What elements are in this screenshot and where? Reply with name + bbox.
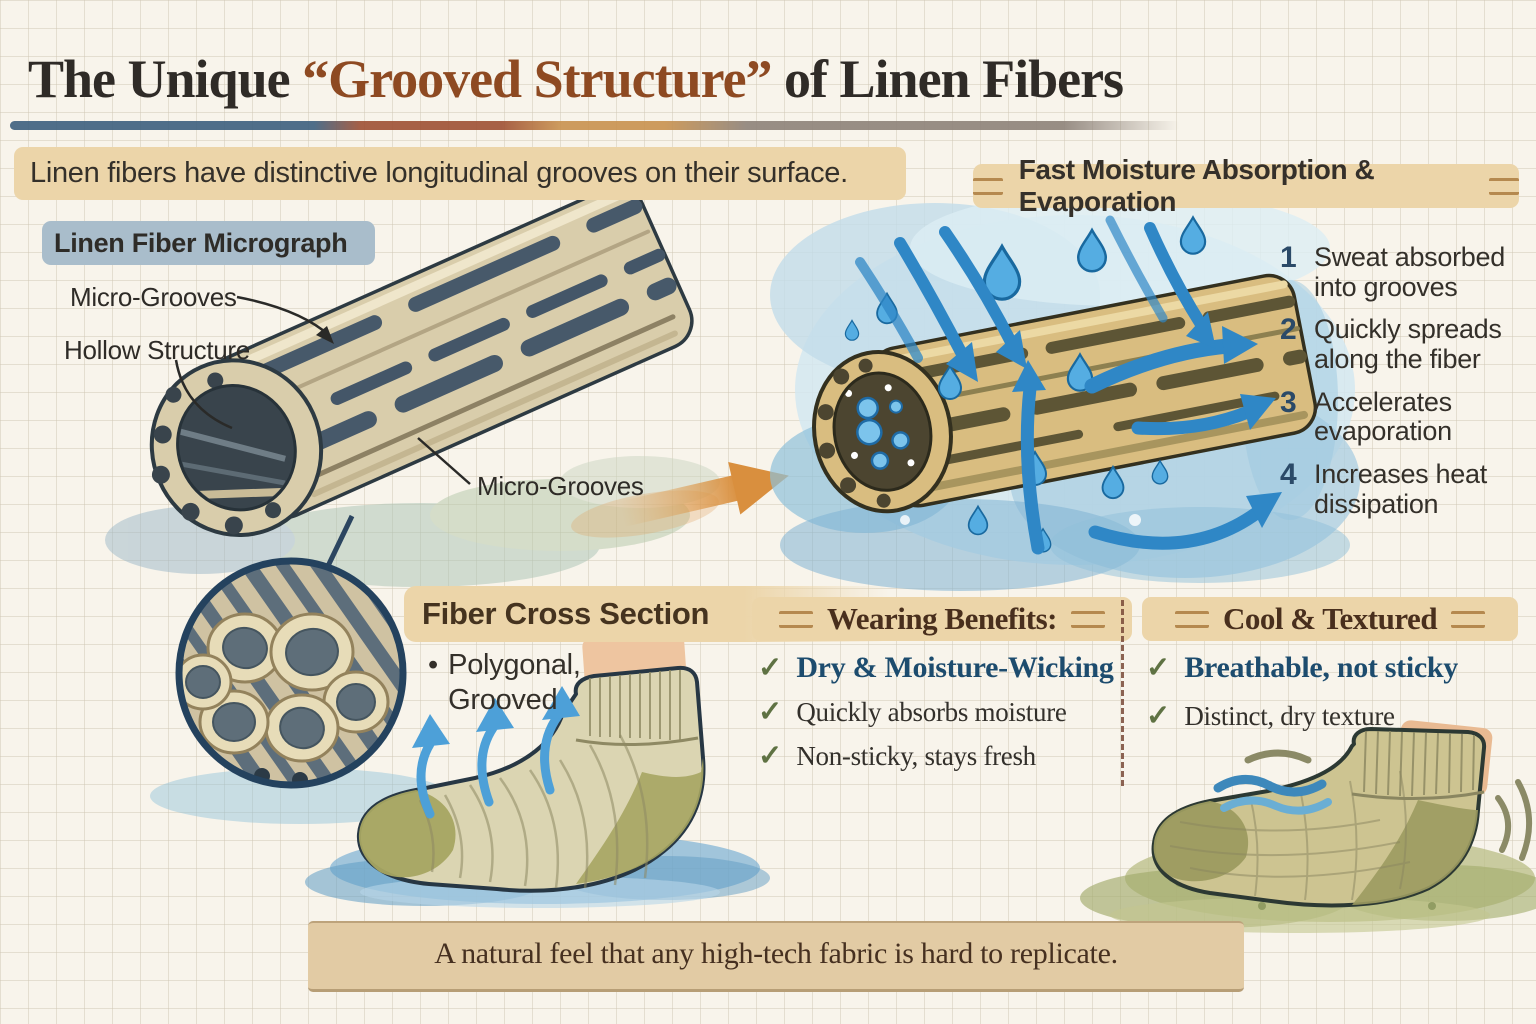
moisture-fiber-notches bbox=[817, 358, 891, 508]
step-text: Accelerates evaporation bbox=[1314, 386, 1452, 447]
benefit-text: Non-sticky, stays fresh bbox=[796, 741, 1036, 771]
absorbed-droplets bbox=[845, 384, 915, 470]
callout-arrowhead bbox=[316, 326, 334, 344]
title-suffix: of Linen Fibers bbox=[771, 49, 1124, 109]
check-icon: ✓ bbox=[758, 740, 783, 772]
benefit-text: Breathable, not sticky bbox=[1184, 651, 1458, 684]
label-micro-grooves-side: Micro-Grooves bbox=[477, 471, 644, 501]
footer-text: A natural feel that any high-tech fabric… bbox=[434, 937, 1118, 970]
middle-sock-illustration bbox=[305, 631, 770, 908]
subtitle-text: Linen fibers have distinctive longitudin… bbox=[30, 157, 848, 189]
right-sock-illustration bbox=[1080, 720, 1536, 933]
list-item: ✓ Non-sticky, stays fresh bbox=[758, 738, 1130, 773]
list-item: 2 Quickly spreads along the fiber bbox=[1280, 313, 1528, 375]
evaporation-arrows bbox=[416, 711, 563, 819]
dash-decoration-left bbox=[779, 610, 813, 628]
title-underline bbox=[10, 121, 1180, 130]
title-accent: “Grooved Structure” bbox=[302, 49, 772, 109]
check-icon: ✓ bbox=[1146, 700, 1171, 732]
linen-fiber-micrograph-illustration bbox=[149, 185, 694, 538]
section-divider-dashed bbox=[1121, 600, 1124, 786]
moisture-heading: Fast Moisture Absorption & Evaporation bbox=[1018, 154, 1375, 217]
dash-decoration-left bbox=[1174, 610, 1209, 628]
moisture-heading-band: Fast Moisture Absorption & Evaporation bbox=[973, 154, 1520, 217]
check-icon: ✓ bbox=[758, 696, 783, 728]
step-number: 1 bbox=[1280, 241, 1297, 274]
check-icon: ✓ bbox=[758, 652, 783, 684]
title-prefix: The Unique bbox=[28, 49, 303, 109]
label-hollow-structure: Hollow Structure bbox=[64, 335, 250, 365]
benefit-text: Dry & Moisture-Wicking bbox=[796, 651, 1114, 684]
cool-textured-list: ✓ Breathable, not sticky ✓ Distinct, dry… bbox=[1146, 650, 1528, 733]
step-text: Increases heat dissipation bbox=[1314, 459, 1487, 519]
cross-section-heading: Fiber Cross Section bbox=[422, 596, 710, 631]
page-title: The Unique “Grooved Structure” of Linen … bbox=[28, 48, 1124, 110]
check-icon: ✓ bbox=[1146, 652, 1171, 684]
subtitle-highlight: Linen fibers have distinctive longitudin… bbox=[14, 147, 906, 200]
step-number: 3 bbox=[1280, 385, 1297, 419]
wearing-benefits-heading: Wearing Benefits: bbox=[827, 601, 1058, 636]
label-micro-grooves-top: Micro-Grooves bbox=[70, 282, 237, 312]
moisture-flow-arrowheads bbox=[946, 312, 1282, 528]
fiber-end-notches bbox=[151, 372, 282, 535]
wearing-benefits-heading-band: Wearing Benefits: bbox=[752, 597, 1132, 641]
evaporation-arrowheads bbox=[412, 686, 580, 748]
benefit-text: Quickly absorbs moisture bbox=[796, 697, 1067, 727]
dash-decoration-right bbox=[1071, 610, 1105, 628]
cool-textured-heading-band: Cool & Textured bbox=[1142, 597, 1518, 641]
bullet-line-1: Polygonal, bbox=[448, 649, 581, 681]
cool-textured-heading: Cool & Textured bbox=[1222, 601, 1438, 636]
bullet-marker: • bbox=[428, 649, 439, 681]
list-item: 4 Increases heat dissipation bbox=[1280, 458, 1528, 519]
step-text: Sweat absorbed into grooves bbox=[1314, 242, 1505, 302]
micrograph-heading: Linen Fiber Micrograph bbox=[54, 228, 348, 258]
step-number: 4 bbox=[1280, 458, 1297, 492]
cross-section-cell-cores bbox=[185, 626, 376, 750]
footer-highlight-band: A natural feel that any high-tech fabric… bbox=[308, 921, 1244, 992]
list-item: ✓ Distinct, dry texture bbox=[1146, 698, 1528, 733]
cross-section-bullet: • Polygonal,Grooved bbox=[428, 648, 668, 718]
benefit-text: Distinct, dry texture bbox=[1184, 701, 1395, 731]
step-text: Quickly spreads along the fiber bbox=[1314, 314, 1502, 375]
dash-decoration-left bbox=[973, 177, 1003, 195]
micrograph-heading-highlight: Linen Fiber Micrograph bbox=[42, 221, 375, 265]
moisture-steps-list: 1 Sweat absorbed into grooves 2 Quickly … bbox=[1280, 241, 1528, 520]
lens-connector-line bbox=[325, 514, 355, 568]
list-item: ✓ Dry & Moisture-Wicking bbox=[758, 650, 1130, 685]
list-item: ✓ Quickly absorbs moisture bbox=[758, 694, 1130, 729]
bullet-line-2: Grooved bbox=[448, 683, 558, 716]
bullet-text: Polygonal,Grooved bbox=[448, 648, 581, 718]
step-number: 2 bbox=[1280, 313, 1297, 347]
list-item: 3 Accelerates evaporation bbox=[1280, 385, 1528, 447]
list-item: 1 Sweat absorbed into grooves bbox=[1280, 241, 1528, 302]
list-item: ✓ Breathable, not sticky bbox=[1146, 650, 1528, 685]
dash-decoration-right bbox=[1489, 177, 1520, 195]
wearing-benefits-list: ✓ Dry & Moisture-Wicking ✓ Quickly absor… bbox=[758, 650, 1130, 773]
dash-decoration-right bbox=[1451, 610, 1486, 628]
